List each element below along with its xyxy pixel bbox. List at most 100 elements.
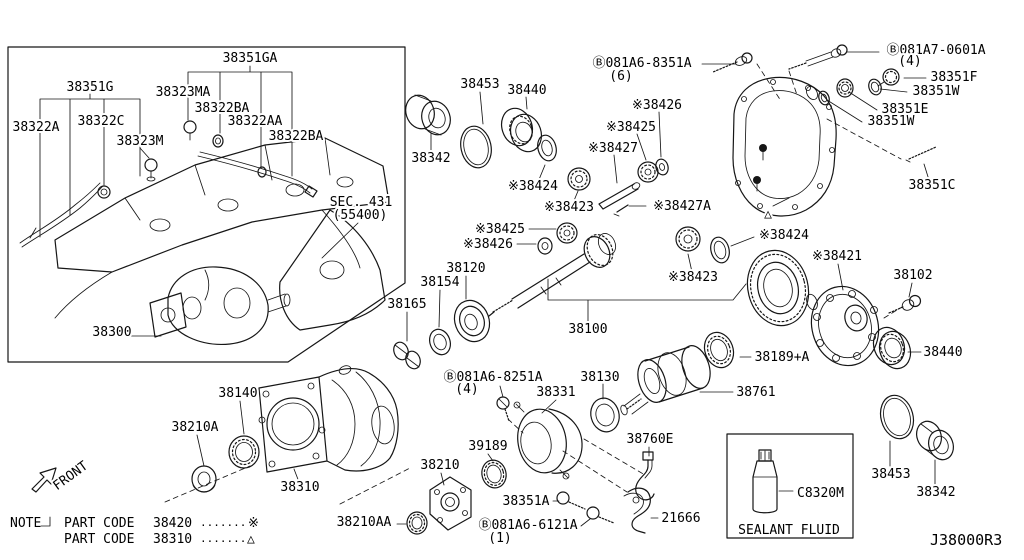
side-gear-38423-left <box>567 167 591 191</box>
clamp-38322c <box>97 185 111 199</box>
part-label-39189: 39189 <box>468 439 507 454</box>
note-row1-dots: ......... <box>200 516 260 529</box>
part-label-38210: 38210 <box>420 458 459 473</box>
seal-39189 <box>481 459 507 489</box>
part-label-38102: 38102 <box>893 268 932 283</box>
breather-hose-38760e <box>635 451 655 501</box>
stud-38351c <box>905 146 937 163</box>
part-label-38440-right: 38440 <box>923 345 962 360</box>
front-marker: FRONT <box>31 457 93 496</box>
bolt-081a6-8251a <box>496 396 510 422</box>
part-label-38423-right: ※38423 <box>668 270 718 285</box>
part-label-38351G: 38351G <box>67 80 114 95</box>
part-label-38351W-2: 38351W <box>868 114 915 129</box>
part-label-38323MA: 38323MA <box>156 85 211 100</box>
part-label-38440-top: 38440 <box>507 83 546 98</box>
washer-38351w-2 <box>818 90 830 106</box>
part-label-38427A: ※38427A <box>653 199 711 214</box>
part-label-38423-left: ※38423 <box>544 200 594 215</box>
side-flange-38761 <box>620 345 711 416</box>
ring-gear <box>746 249 810 327</box>
part-label-38760E: 38760E <box>627 432 674 447</box>
washer-38424-left <box>537 134 557 162</box>
note-row2-symbol: △ <box>247 532 255 547</box>
clamp-38322aa <box>257 166 267 178</box>
bearing-38140 <box>228 435 260 469</box>
part-label-38154: 38154 <box>420 275 459 290</box>
note-row2-label: PART CODE <box>64 532 134 547</box>
sealant-caption: SEALANT FLUID <box>738 523 840 538</box>
bolt-081a7-0601a <box>788 44 848 70</box>
part-label-38761: 38761 <box>736 385 775 400</box>
detail-box-frame <box>7 46 406 363</box>
grommet-38323m <box>144 158 158 182</box>
part-label-081A6-8351A: Ⓑ081A6-8351A <box>592 56 691 71</box>
bolt-081a6-8351a <box>712 52 753 73</box>
bearing-38342-top <box>405 94 451 136</box>
subframe-drawing <box>19 120 390 331</box>
part-label-38100: 38100 <box>568 322 607 337</box>
part-label-38165: 38165 <box>387 297 426 312</box>
part-label-38342-bottom: 38342 <box>916 485 955 500</box>
note-title: NOTE <box>10 516 41 531</box>
note-bracket-icon <box>40 516 51 527</box>
bearing-38189a <box>703 331 735 369</box>
seal-38130 <box>590 397 620 433</box>
front-arrow-icon <box>31 467 57 493</box>
part-label-38351W-1: 38351W <box>913 84 960 99</box>
part-label-38120: 38120 <box>446 261 485 276</box>
part-label-38331: 38331 <box>536 385 575 400</box>
front-label: FRONT <box>51 459 92 494</box>
part-label-38323M: 38323M <box>117 134 164 149</box>
washer-38424-right <box>710 236 730 264</box>
bearing-38120 <box>453 299 491 343</box>
note-row1-code: 38420 <box>153 516 192 531</box>
bolt-38102 <box>888 294 922 314</box>
part-label-081A6-6121A: Ⓑ081A6-6121A <box>478 518 577 533</box>
spacer-38165 <box>393 341 421 370</box>
part-label-38351C: 38351C <box>909 178 956 193</box>
mate-shaft-38427 <box>598 182 641 210</box>
part-label-38351F: 38351F <box>931 70 978 85</box>
part-label-38342-top: 38342 <box>411 151 450 166</box>
note-block: NOTE PART CODE 38420 ......... ※ PART CO… <box>8 514 262 549</box>
part-label-38421: ※38421 <box>812 249 862 264</box>
part-label-38453-bottom: 38453 <box>871 467 910 482</box>
pinion-mate-gear-38425-lower <box>556 222 578 244</box>
part-label-38322C: 38322C <box>78 114 125 129</box>
part-label-38210A: 38210A <box>172 420 219 435</box>
part-label-38140: 38140 <box>218 386 257 401</box>
part-label-38425-upper: ※38425 <box>606 120 656 135</box>
part-label-38351GA: 38351GA <box>223 51 278 66</box>
final-drive-assembly-38300 <box>149 266 291 345</box>
part-label-38424-left: ※38424 <box>508 179 558 194</box>
part-label-38453-top: 38453 <box>460 77 499 92</box>
fitting-38322ba-2 <box>304 185 318 198</box>
shim-38453-bottom <box>879 394 915 440</box>
pinion-mate-gear-38425-upper <box>637 161 659 183</box>
leader-lines <box>39 51 936 527</box>
thrust-washer-38426-lower <box>537 237 553 255</box>
washer-38154 <box>429 328 451 356</box>
part-label-081A7-0601A: Ⓑ081A7-0601A <box>886 43 985 58</box>
grommet-38323ma <box>183 120 197 141</box>
section-ref-line1: SEC. 431 <box>330 195 393 210</box>
part-label-38322BA-2: 38322BA <box>269 129 324 144</box>
part-label-38426-lower: ※38426 <box>463 237 513 252</box>
bearing-38440-right <box>872 326 912 370</box>
note-row2-dots: ........ <box>200 532 253 545</box>
gear-carrier-38310 <box>258 365 399 473</box>
part-label-38310: 38310 <box>280 480 319 495</box>
bolt-38351a <box>556 491 586 510</box>
bearing-38342-bottom <box>916 420 954 461</box>
part-label-38189A: 38189+A <box>755 350 810 365</box>
part-label-38322BA-1: 38322BA <box>195 101 250 116</box>
part-label-38351E: 38351E <box>882 102 929 117</box>
filler-plug-38351f <box>877 68 900 87</box>
part-label-081A6-8251A-qty: (4) <box>455 382 478 397</box>
part-label-38322A: 38322A <box>13 120 60 135</box>
washer-38351w-1 <box>868 78 882 96</box>
part-label-081A6-8251A: Ⓑ081A6-8251A <box>443 370 542 385</box>
